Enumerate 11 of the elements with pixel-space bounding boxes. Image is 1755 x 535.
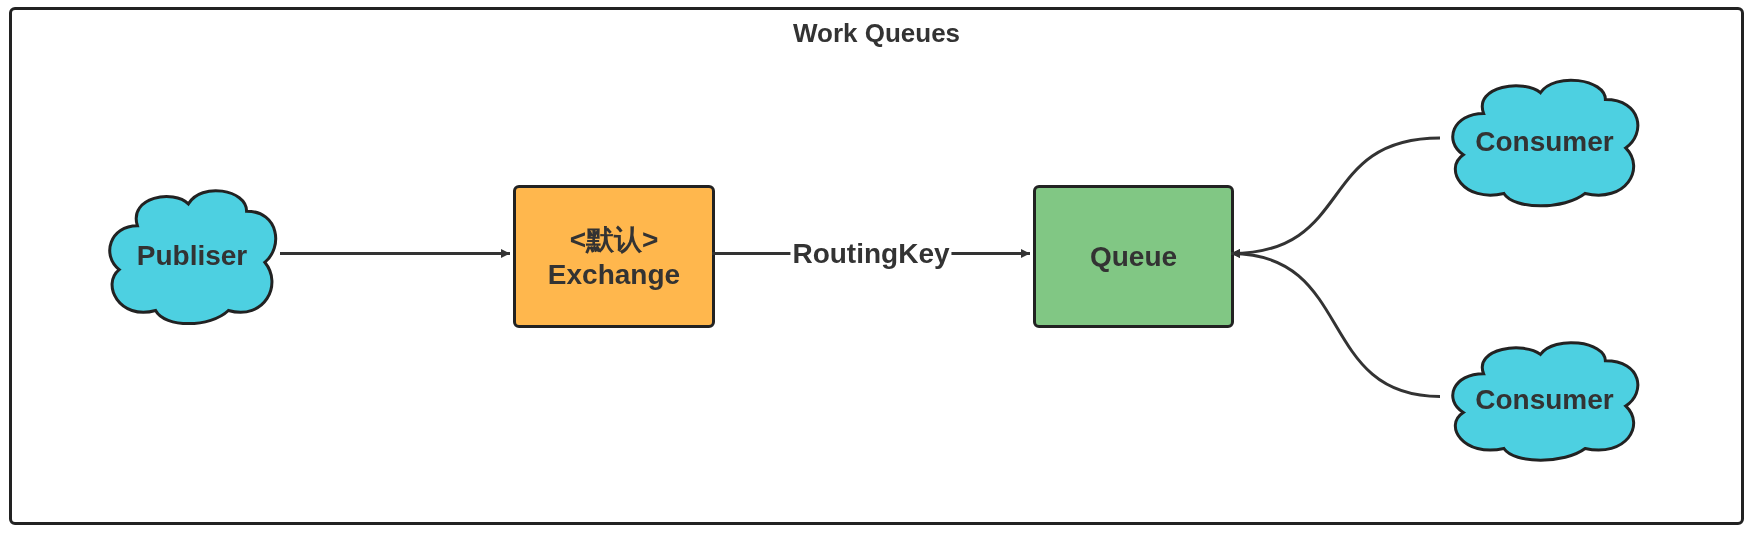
exchange-box (513, 185, 715, 328)
node-label: Consumer (1475, 383, 1614, 417)
frame-box (9, 7, 1744, 525)
node-label: <默认> (569, 222, 659, 257)
node-label: Queue (1089, 240, 1178, 274)
arrow (280, 249, 510, 258)
frame-title: Work Queues (792, 17, 961, 50)
node-label: Publiser (136, 238, 248, 273)
node-label: Exchange (547, 257, 681, 292)
queue-box (1033, 185, 1234, 328)
node-label: Consumer (1475, 124, 1614, 159)
